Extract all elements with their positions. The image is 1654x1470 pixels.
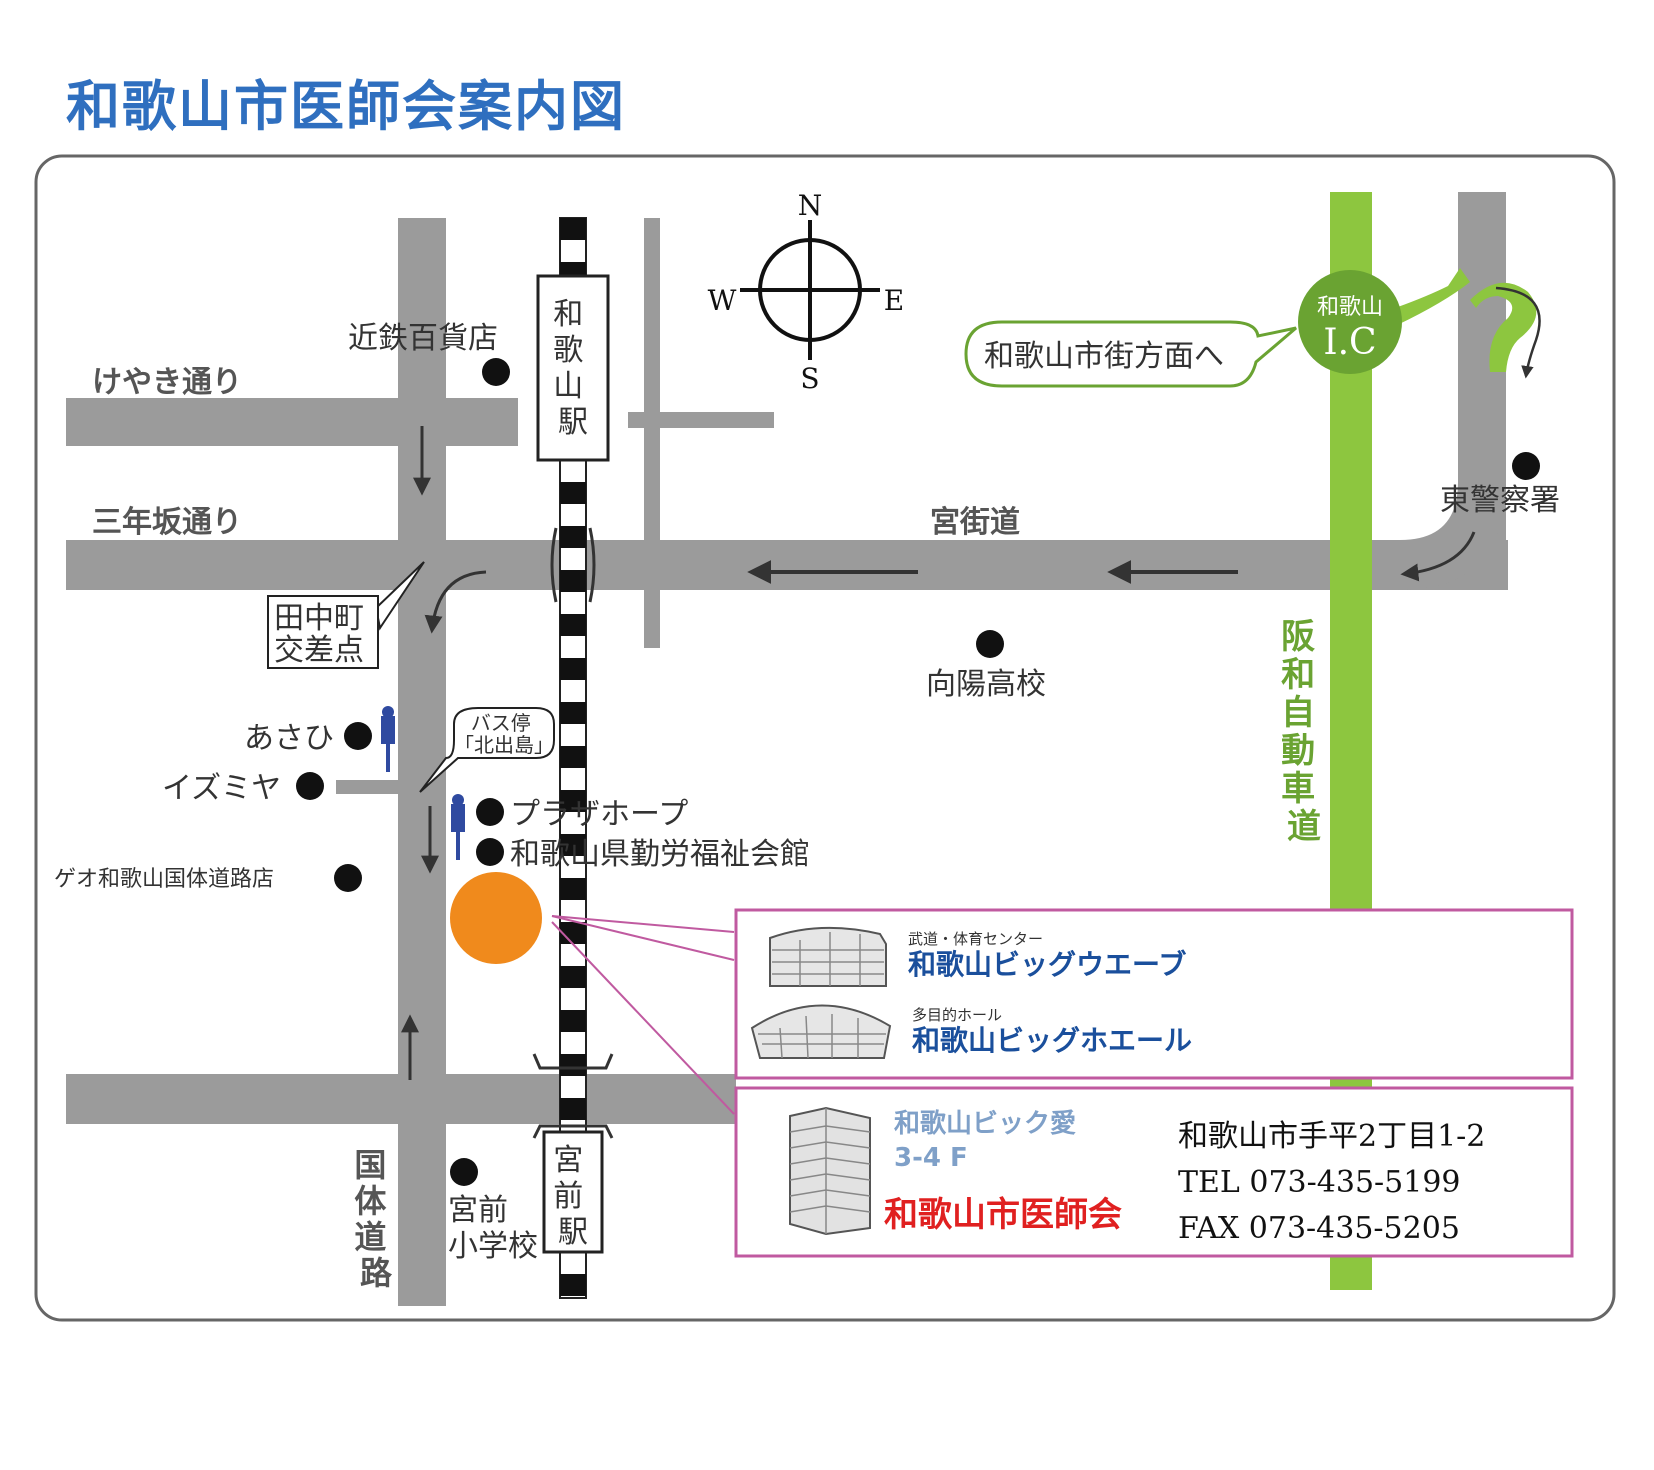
fax: FAX 073-435-5205: [1178, 1211, 1460, 1246]
big-whale-subtitle: 多目的ホール: [912, 1006, 1002, 1024]
compass-n: N: [798, 189, 823, 222]
plaza-label: プラザホープ: [510, 797, 688, 832]
bus-stop-label: バス停 「北出島」: [454, 711, 554, 757]
building-name: 和歌山ビック愛: [894, 1109, 1076, 1139]
bus-stop-callout[interactable]: [419, 707, 555, 793]
kokutai-road-label: 国 体 道 路: [354, 1146, 397, 1292]
compass-e: E: [884, 284, 904, 317]
intersection-callout[interactable]: [267, 595, 379, 669]
landmark-dot[interactable]: [476, 838, 504, 866]
org-name: 和歌山市医師会: [884, 1195, 1122, 1235]
landmark-dot[interactable]: [476, 798, 504, 826]
big-wave-subtitle: 武道・体育センター: [908, 930, 1043, 948]
road-keyaki: [66, 398, 518, 446]
landmark-dot[interactable]: [296, 772, 324, 800]
wakayama-station-label: 和 歌 山 駅: [553, 297, 593, 440]
loop-arrow: [1495, 286, 1541, 379]
road-izumiya-spur: [336, 780, 398, 794]
kinro-label: 和歌山県勤労福祉会館: [510, 837, 810, 872]
landmark-dot[interactable]: [344, 722, 372, 750]
big-whale-name: 和歌山ビッグホエール: [912, 1024, 1192, 1057]
big-whale-building-icon: [750, 1004, 892, 1059]
info-box: [734, 1086, 1574, 1258]
big-wave-building-icon: [769, 926, 887, 987]
rail-bridge-right: [588, 527, 596, 603]
road-thin-horizontal: [628, 412, 774, 428]
road-thin-vertical: [644, 218, 660, 648]
big-wave-name: 和歌山ビッグウエーブ: [908, 948, 1186, 981]
rail-bracket-top: [532, 1053, 614, 1070]
wakayama-station-box[interactable]: [536, 274, 610, 462]
police-label: 東警察署: [1440, 483, 1560, 518]
kintetsu-label: 近鉄百貨店: [348, 321, 498, 356]
school-label: 宮前 小学校: [448, 1193, 538, 1264]
road-east-corner: [1400, 482, 1506, 590]
sannenzaka-road-label: 三年坂通り: [92, 505, 242, 540]
ic-circle[interactable]: [1298, 270, 1402, 374]
miyamae-station-label: 宮 前 駅: [553, 1143, 593, 1250]
leader-line: [551, 915, 735, 933]
landmark-dot[interactable]: [976, 630, 1004, 658]
keyaki-road-label: けやき通り: [92, 365, 242, 400]
arrow-curve-east: [1400, 531, 1476, 582]
intersection-label: 田中町 交差点: [274, 601, 374, 668]
road-kokutai: [398, 218, 446, 1306]
leader-line: [551, 915, 735, 961]
rail-bracket-bottom: [532, 1124, 614, 1139]
bus-stop-sign-icon: [381, 706, 395, 772]
compass-w: W: [708, 284, 737, 317]
geo-label: ゲオ和歌山国体道路店: [54, 867, 274, 892]
koyo-label: 向陽高校: [926, 667, 1046, 702]
address: 和歌山市手平2丁目1-2: [1178, 1119, 1485, 1154]
landmark-dot[interactable]: [334, 864, 362, 892]
izumiya-label: イズミヤ: [162, 771, 281, 806]
expressway-label: 阪 和 自 動 車 道: [1281, 617, 1327, 847]
miyakaido-road-label: 宮街道: [930, 505, 1020, 540]
leader-line: [551, 921, 735, 1115]
landmark-dot[interactable]: [482, 358, 510, 386]
ic-direction-label: 和歌山市街方面へ: [984, 339, 1224, 374]
rail-bridge-left: [550, 527, 558, 603]
landmark-dot[interactable]: [450, 1158, 478, 1186]
asahi-label: あさひ: [244, 721, 334, 756]
arrow-turn-left: [424, 570, 487, 634]
ic-callout: [964, 320, 1297, 388]
road-miyakaido: [66, 540, 1508, 590]
bus-stop-sign-icon: [451, 794, 465, 860]
destination-marker[interactable]: [450, 872, 542, 964]
page-title: 和歌山市医師会案内図: [66, 75, 626, 138]
tel[interactable]: TEL 073-435-5199: [1178, 1165, 1461, 1200]
ic-top-label: 和歌山: [1317, 295, 1383, 320]
miyamae-station-box[interactable]: [542, 1130, 604, 1254]
expressway-loop: [1470, 282, 1537, 372]
compass-icon: [740, 220, 880, 360]
ic-bottom-label: I.C: [1323, 322, 1376, 363]
building-floor: 3-4 F: [894, 1143, 968, 1173]
landmark-dot[interactable]: [1512, 452, 1540, 480]
compass-s: S: [800, 362, 819, 395]
office-building-icon: [789, 1106, 871, 1236]
